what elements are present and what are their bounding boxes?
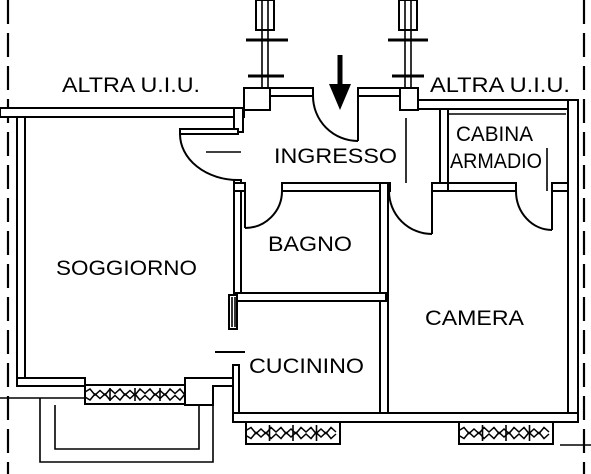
wall-soggiorno-left (16, 116, 26, 381)
neighbor-label-left: ALTRA U.I.U. (62, 74, 200, 97)
balcony-inner (54, 405, 200, 450)
wall-bagno-camera (379, 182, 389, 423)
door-entrance (312, 95, 359, 142)
wall-ingresso-bottom (281, 182, 391, 192)
room-label-soggiorno: SOGGIORNO (56, 257, 197, 280)
wall-entrance-right (357, 87, 401, 97)
door-swing-arc (388, 190, 433, 235)
window-glazing-line (245, 431, 337, 440)
door-swing-arc (312, 95, 359, 142)
neighbor-label-right: ALTRA U.I.U. (430, 74, 570, 97)
window-glazing-line (458, 431, 550, 440)
wall-bagno-bottom (235, 292, 387, 302)
wall-top-right (417, 99, 579, 110)
wall-bottom (232, 412, 579, 423)
arrow-head (329, 84, 351, 110)
door-swing-arc (179, 133, 239, 181)
arrow-down-icon (329, 55, 351, 110)
balcony-outer (39, 398, 214, 463)
wall-bagno-left (233, 179, 242, 296)
balcony (39, 398, 214, 463)
wall-cabina-bottom (447, 182, 517, 192)
window-glazing-line (458, 426, 550, 435)
wall-soggiorno-bottom-left (16, 377, 86, 387)
pipe-right (388, 0, 428, 88)
labels: ALTRA U.I.U. ALTRA U.I.U. INGRESSO CABIN… (56, 74, 570, 378)
column-left (243, 87, 271, 111)
wall-camera-jamb (431, 182, 449, 192)
wall-entrance-left (269, 87, 314, 97)
window-camera (458, 421, 554, 445)
window-soggiorno (84, 384, 186, 405)
door-bagno (244, 190, 283, 229)
door-cabina (515, 190, 553, 231)
room-label-ingresso: INGRESSO (274, 145, 397, 168)
pipe-left-head (255, 0, 275, 31)
walls (0, 87, 579, 423)
wall-right (567, 99, 579, 423)
post-body (228, 294, 238, 330)
post-soggiorno (228, 294, 238, 330)
wall-top-left (0, 107, 245, 118)
door-swing-arc (244, 190, 283, 229)
wall-cabina-jamb (551, 182, 569, 192)
window-cucinino (245, 421, 341, 445)
room-label-cucinino: CUCININO (249, 355, 364, 378)
wall-cabina-left (439, 108, 449, 192)
room-label-armadio: ARMADIO (450, 150, 542, 173)
door-soggiorno (179, 128, 241, 181)
door-swing-arc (515, 190, 553, 231)
door-camera (388, 190, 433, 235)
room-label-bagno: BAGNO (268, 233, 352, 256)
pipe-right-head (398, 0, 418, 31)
column-right (399, 87, 419, 111)
window-glazing-line (245, 426, 337, 435)
door-leaf (179, 128, 239, 135)
pipe-left (246, 0, 288, 88)
wall-soggiorno-bottom-right (184, 377, 234, 406)
room-label-camera: CAMERA (425, 307, 524, 330)
wall-ingresso-corner (233, 182, 246, 192)
room-label-cabina: CABINA (456, 123, 533, 146)
